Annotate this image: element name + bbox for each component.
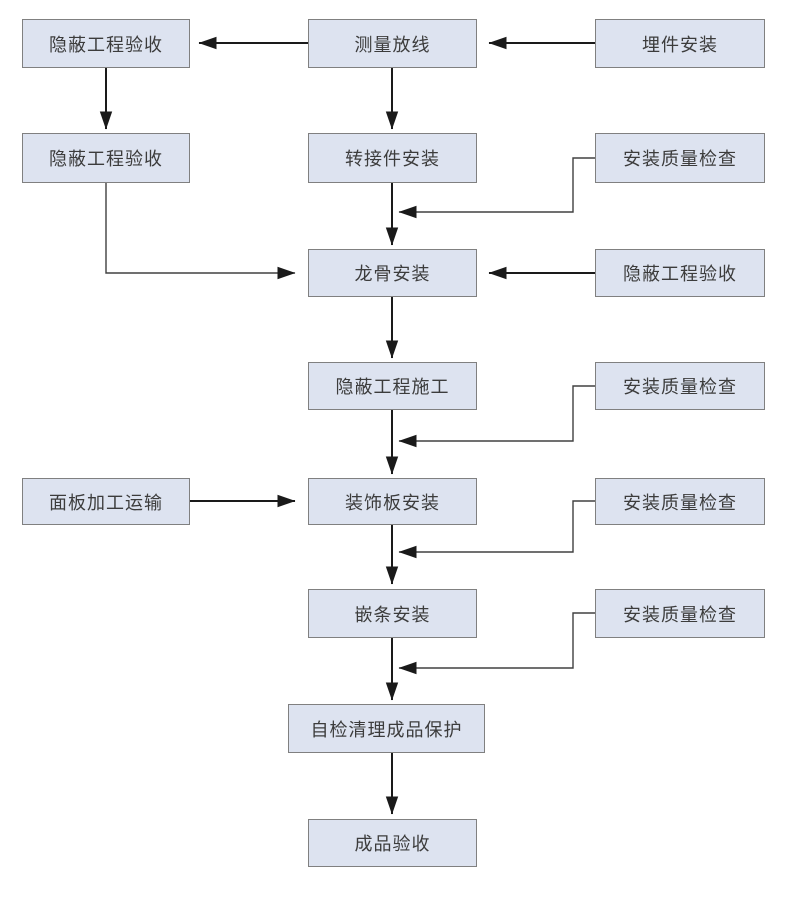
node-hidden-works-construction: 隐蔽工程施工 [308,362,477,410]
node-hidden-works-acceptance-1: 隐蔽工程验收 [22,19,190,68]
connector-qc2-merge [398,385,595,448]
node-install-quality-check-4: 安装质量检查 [595,589,765,638]
connector-qc1-merge [398,157,595,219]
connector-qc3-merge [398,500,595,559]
node-embed-parts-install: 埋件安装 [595,19,765,68]
node-survey-layout: 测量放线 [308,19,477,68]
node-panel-processing-transport: 面板加工运输 [22,478,190,525]
node-finished-product-acceptance: 成品验收 [308,819,477,867]
connector-hidden2-to-keel [105,183,296,280]
node-hidden-works-acceptance-3: 隐蔽工程验收 [595,249,765,297]
connector-qc4-merge [398,612,595,675]
node-decorative-panel-install: 装饰板安装 [308,478,477,525]
node-install-quality-check-3: 安装质量检查 [595,478,765,525]
node-adapter-install: 转接件安装 [308,133,477,183]
node-self-check-cleanup-protection: 自检清理成品保护 [288,704,485,753]
node-keel-install: 龙骨安装 [308,249,477,297]
node-hidden-works-acceptance-2: 隐蔽工程验收 [22,133,190,183]
node-install-quality-check-1: 安装质量检查 [595,133,765,183]
node-trim-install: 嵌条安装 [308,589,477,638]
node-install-quality-check-2: 安装质量检查 [595,362,765,410]
